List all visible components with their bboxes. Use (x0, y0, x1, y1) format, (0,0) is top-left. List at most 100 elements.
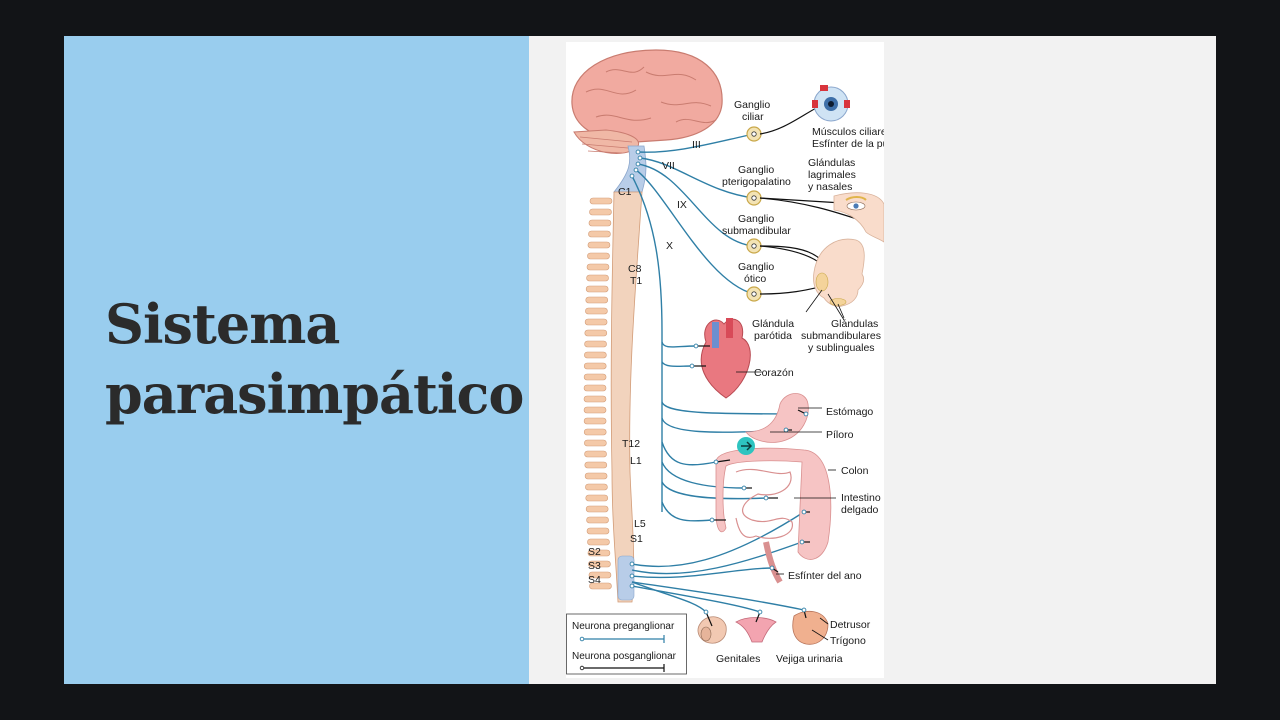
vertebra (586, 527, 610, 535)
legend-pre-label: Neurona preganglionar (572, 621, 675, 632)
synapse-node (629, 561, 635, 567)
slide-title-line-2: parasimpático (105, 362, 524, 426)
label-ganglio-otico-1: Ganglio (738, 261, 774, 273)
vertebra (584, 450, 607, 458)
label-lacrimal-3: y nasales (808, 181, 852, 193)
preganglionic-fibres (631, 133, 807, 613)
label-ganglio-submand-2: submandibular (722, 225, 791, 237)
synapse-node (633, 167, 639, 173)
label-salivary-1: Glándulas (831, 318, 878, 330)
label-anal: Esfínter del ano (788, 570, 862, 582)
label-s3: S3 (588, 560, 601, 572)
synapse-node (629, 173, 635, 179)
vertebra (588, 571, 612, 579)
synapse-node (769, 565, 775, 571)
cursor-icon (737, 437, 755, 455)
vertebra (585, 483, 608, 491)
label-bladder: Vejiga urinaria (776, 653, 843, 665)
diagram-labels: III VII IX X C1 C8 T1 T12 L1 L5 S1 S2 S3… (588, 99, 884, 665)
label-ganglio-ciliar-1: Ganglio (734, 99, 770, 111)
label-c8: C8 (628, 263, 642, 275)
vertebra (585, 307, 608, 315)
synapse-node (783, 427, 789, 433)
label-ganglio-otico-2: ótico (744, 273, 766, 285)
synapse-node (801, 509, 807, 515)
label-ganglio-pterigo-2: pterigopalatino (722, 176, 791, 188)
vertebra (585, 494, 609, 502)
intestine-illustration (715, 447, 832, 584)
vertebra (583, 373, 607, 381)
synapse-node (799, 539, 805, 545)
vertebra (584, 351, 607, 359)
label-eye-2: Esfínter de la pupila (812, 138, 884, 150)
vertebra (583, 384, 607, 392)
synapse-node (801, 607, 807, 613)
label-t1: T1 (630, 275, 642, 287)
label-parotid-2: parótida (754, 330, 792, 342)
legend: Neurona preganglionar Neurona posganglio… (566, 613, 687, 675)
label-stomach: Estómago (826, 406, 873, 418)
vertebra (584, 461, 608, 469)
vertebra (584, 340, 607, 348)
label-lacrimal-2: lagrimales (808, 169, 856, 181)
slide: Sistema parasimpático (64, 36, 1216, 684)
synapse-node (689, 363, 695, 369)
synapse-node (637, 155, 643, 161)
label-heart: Corazón (754, 367, 794, 379)
slide-title: Sistema parasimpático (105, 289, 525, 429)
vertebra (589, 208, 612, 216)
upper-face-illustration (833, 192, 884, 243)
head-profile-illustration (813, 238, 865, 307)
label-s1: S1 (630, 533, 643, 545)
leader-lines (736, 289, 845, 641)
label-t12: T12 (622, 438, 640, 450)
label-l5: L5 (634, 518, 646, 530)
title-panel: Sistema parasimpático (64, 36, 529, 684)
synapse-node (693, 343, 699, 349)
label-genitals: Genitales (716, 653, 760, 665)
pelvic-organs-illustration (697, 610, 829, 645)
vertebra (584, 329, 608, 337)
synapse-node (703, 609, 709, 615)
brain-illustration (571, 49, 723, 154)
label-ganglio-submand-1: Ganglio (738, 213, 774, 225)
label-eye-1: Músculos ciliares (812, 126, 884, 138)
vertebra (584, 439, 607, 447)
vertebra (583, 406, 607, 414)
spinal-cord (610, 191, 643, 603)
heart-illustration (700, 318, 751, 399)
vertebra (587, 252, 610, 260)
label-pylorus: Píloro (826, 429, 854, 441)
label-intestine-1: Intestino (841, 492, 881, 504)
vertebra (583, 362, 607, 370)
ganglia (746, 126, 762, 302)
synapse-node (635, 161, 641, 167)
label-trigone: Trígono (830, 635, 866, 647)
synapse-node (741, 485, 747, 491)
label-ganglio-ciliar-2: ciliar (742, 111, 764, 123)
label-s2: S2 (588, 546, 601, 558)
vertebra (584, 472, 608, 480)
diagram-svg: III VII IX X C1 C8 T1 T12 L1 L5 S1 S2 S3… (566, 49, 884, 675)
synapse-node (763, 495, 769, 501)
stomach-illustration (745, 393, 809, 443)
vertebra (584, 318, 608, 326)
vertebra (589, 582, 612, 590)
synapse-nodes (629, 149, 809, 615)
synapse-node (629, 573, 635, 579)
vertebra (585, 285, 609, 293)
label-l1: L1 (630, 455, 642, 467)
vertebra (587, 549, 611, 557)
slide-title-line-1: Sistema (105, 292, 340, 356)
vertebra (586, 263, 610, 271)
vertebra (583, 417, 607, 425)
vertebra (587, 241, 611, 249)
synapse-node (757, 609, 763, 615)
label-colon: Colon (841, 465, 869, 477)
vertebra (585, 296, 609, 304)
label-c1: C1 (618, 186, 632, 198)
eye-illustration (812, 85, 850, 122)
vertebra (586, 274, 609, 282)
vertebra (586, 516, 609, 524)
label-cn-ix: IX (677, 199, 687, 211)
